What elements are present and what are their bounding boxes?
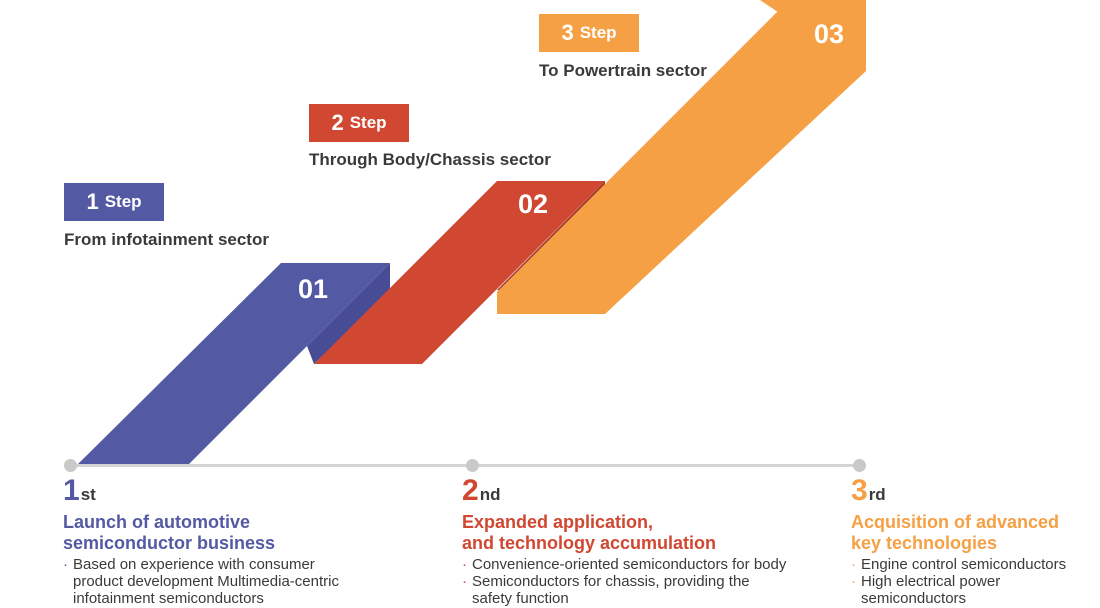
phase-3-number: 3 [851,474,868,507]
step1-word: Step [104,192,142,211]
phase-3: 3rd Acquisition of advanced key technolo… [851,476,1066,608]
bullet-line: product development Multimedia-centric [73,573,339,590]
phase-2-suffix: nd [479,485,501,504]
bullet-line: High electrical power [861,573,1001,590]
phase-1-bullets: · Based on experience with consumer prod… [63,556,339,607]
phase-2-title: Expanded application, and technology acc… [462,512,786,554]
phase-2: 2nd Expanded application, and technology… [462,476,786,608]
list-item: · High electrical power semiconductors [851,573,1066,607]
phase-3-suffix: rd [868,485,886,504]
bullet-dot: · [63,556,68,573]
step2-word: Step [349,113,387,132]
bullet-dot: · [851,556,856,573]
bullet-dot: · [462,556,467,573]
step2-sector-label: Through Body/Chassis sector [309,150,551,169]
step3-arrow-body [497,0,866,314]
phase-2-ordinal: 2nd [462,476,786,508]
phase-1-title: Launch of automotive semiconductor busin… [63,512,339,554]
phase-1-title-line: semiconductor business [63,533,276,553]
step1-sector-label: From infotainment sector [64,230,269,249]
phase-1: 1st Launch of automotive semiconductor b… [63,476,339,608]
arrow-label-02: 02 [518,189,548,219]
step3-arrowhead [760,0,866,71]
bullet-line: Engine control semiconductors [861,556,1067,573]
bullet-line: safety function [472,590,569,607]
list-item: · Engine control semiconductors [851,556,1066,573]
step1-number: 1 [86,189,99,214]
list-item: · Semiconductors for chassis, providing … [462,573,786,607]
phase-2-title-line: and technology accumulation [462,533,717,553]
step2-number: 2 [331,110,344,135]
phase-1-ordinal: 1st [63,476,339,508]
phase-2-bullets: · Convenience-oriented semiconductors fo… [462,556,786,607]
step3-number: 3 [561,20,574,45]
bullet-line: Semiconductors for chassis, providing th… [472,573,750,590]
list-item: · Based on experience with consumer prod… [63,556,339,607]
arrow-label-03: 03 [814,19,844,49]
step1-badge: 1 Step [64,183,164,221]
step3-sector-label: To Powertrain sector [539,61,707,80]
arrow-label-01: 01 [298,274,328,304]
step1-band [77,263,390,465]
bullet-line: Based on experience with consumer [73,556,315,573]
bullet-line: semiconductors [861,590,967,607]
timeline-dot-1 [64,459,77,472]
bullet-dot: · [851,573,856,590]
step2-badge: 2 Step [309,104,409,142]
timeline-dot-2 [466,459,479,472]
phase-2-number: 2 [462,474,479,507]
timeline-line [70,464,860,467]
list-item: · Convenience-oriented semiconductors fo… [462,556,786,573]
timeline-dot-3 [853,459,866,472]
phase-3-bullets: · Engine control semiconductors · High e… [851,556,1066,607]
step2-band [314,181,605,364]
bullet-line: Convenience-oriented semiconductors for … [472,556,787,573]
phase-3-title: Acquisition of advanced key technologies [851,512,1066,554]
bullet-dot: · [462,573,467,590]
phase-3-ordinal: 3rd [851,476,1066,508]
step3-badge: 3 Step [539,14,639,52]
step1-band-fold [307,263,390,364]
phase-1-title-line: Launch of automotive [63,512,251,532]
phase-2-title-line: Expanded application, [462,512,654,532]
phase-1-suffix: st [80,485,96,504]
phase-1-number: 1 [63,474,80,507]
step3-word: Step [579,23,617,42]
bullet-line: infotainment semiconductors [73,590,264,607]
phase-3-title-line: key technologies [851,533,998,553]
phase-3-title-line: Acquisition of advanced [851,512,1060,532]
